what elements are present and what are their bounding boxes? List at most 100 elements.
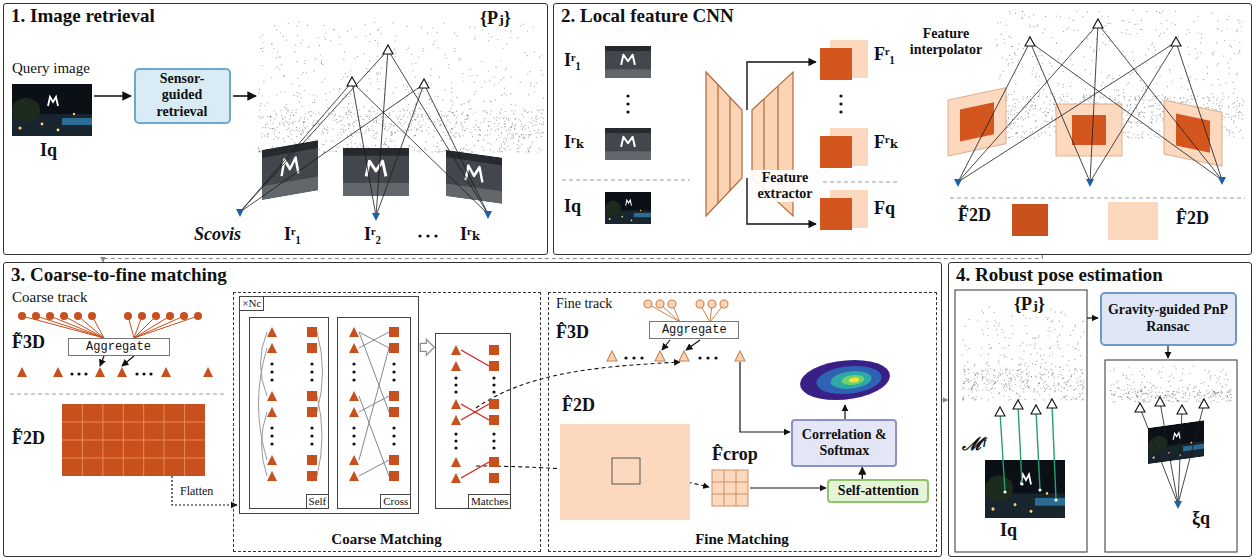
cloud-point <box>350 112 351 113</box>
cloud-point <box>1007 131 1008 132</box>
cloud-point <box>496 67 497 68</box>
cloud-point <box>1213 97 1214 98</box>
cloud-point <box>479 129 480 130</box>
cloud-point <box>1089 99 1090 100</box>
cloud-point <box>534 91 535 92</box>
cloud-point <box>344 126 345 127</box>
cloud-point <box>422 91 423 92</box>
cloud-point <box>521 144 522 145</box>
cloud-point <box>1046 108 1047 109</box>
cloud-point <box>1213 102 1214 103</box>
cloud-point <box>1039 94 1040 95</box>
cloud-point <box>283 36 284 37</box>
cloud-point <box>1242 137 1243 138</box>
cloud-point <box>1196 58 1197 59</box>
cloud-point <box>425 122 426 123</box>
cloud-point <box>352 107 353 108</box>
cloud-point <box>320 54 321 55</box>
cloud-point <box>1084 97 1085 98</box>
cloud-point <box>296 136 297 137</box>
cloud-point <box>264 135 265 136</box>
cloud-point <box>1030 105 1031 106</box>
cloud-point <box>1035 76 1036 77</box>
cloud-point <box>347 147 348 148</box>
cloud-point <box>496 120 497 121</box>
cloud-point <box>416 128 417 129</box>
cloud-point <box>474 145 475 146</box>
cloud-point <box>1207 73 1208 74</box>
cloud-point <box>405 89 406 90</box>
cloud-point <box>1202 97 1203 98</box>
cloud-point <box>539 57 540 58</box>
cloud-point <box>374 135 375 136</box>
cloud-point <box>1039 76 1040 77</box>
cloud-point <box>508 118 509 119</box>
cloud-point <box>347 31 348 32</box>
cloud-point <box>401 125 402 126</box>
cloud-point <box>262 127 263 128</box>
cloud-point <box>1015 132 1016 133</box>
cloud-point <box>441 111 442 112</box>
cloud-point <box>391 133 392 134</box>
cloud-point <box>490 114 491 115</box>
cloud-point <box>339 89 340 90</box>
cloud-point <box>356 132 357 133</box>
cloud-point <box>1125 56 1126 57</box>
cloud-point <box>409 126 410 127</box>
cloud-point <box>467 150 468 151</box>
cloud-point <box>425 116 426 117</box>
cloud-point <box>1182 102 1183 103</box>
cloud-point <box>1009 63 1010 64</box>
cloud-point <box>281 115 282 116</box>
cloud-point <box>1229 67 1230 68</box>
cloud-point <box>1016 133 1017 134</box>
cloud-point <box>457 35 458 36</box>
cloud-point <box>1014 53 1015 54</box>
cloud-point <box>376 137 377 138</box>
cloud-point <box>437 47 438 48</box>
cloud-point <box>1130 96 1131 97</box>
cloud-point <box>503 141 504 142</box>
cloud-point <box>1090 47 1091 48</box>
cloud-point <box>1100 98 1101 99</box>
cloud-point <box>296 109 297 110</box>
cloud-point <box>1122 51 1123 52</box>
cloud-point <box>1028 117 1029 118</box>
cloud-point <box>1109 75 1110 76</box>
cloud-point <box>1187 89 1188 90</box>
cloud-point <box>460 149 461 150</box>
cloud-point <box>421 27 422 28</box>
cloud-point <box>376 121 377 122</box>
cloud-point <box>1100 96 1101 97</box>
cloud-point <box>1026 107 1027 108</box>
cloud-point <box>294 121 295 122</box>
cloud-point <box>424 148 425 149</box>
cloud-point <box>1063 71 1064 72</box>
cloud-point <box>389 113 390 114</box>
cloud-point <box>406 49 407 50</box>
cloud-point <box>375 40 376 41</box>
cloud-point <box>366 114 367 115</box>
cloud-point <box>1222 93 1223 94</box>
cloud-point <box>1022 66 1023 67</box>
cloud-point <box>1229 16 1230 17</box>
cloud-point <box>1038 136 1039 137</box>
cloud-point <box>360 144 361 145</box>
cloud-point <box>1009 137 1010 138</box>
cloud-point <box>460 122 461 123</box>
cloud-point <box>1159 137 1160 138</box>
cloud-point <box>506 68 507 69</box>
cloud-point <box>1129 100 1130 101</box>
cloud-point <box>391 131 392 132</box>
point-cloud <box>258 22 545 153</box>
cloud-point <box>321 60 322 61</box>
cloud-point <box>497 125 498 126</box>
cloud-point <box>343 106 344 107</box>
cloud-point <box>343 76 344 77</box>
cloud-point <box>366 145 367 146</box>
cloud-point <box>531 83 532 84</box>
cloud-point <box>287 110 288 111</box>
cloud-point <box>418 57 419 58</box>
cloud-point <box>1165 97 1166 98</box>
cloud-point <box>1052 37 1053 38</box>
